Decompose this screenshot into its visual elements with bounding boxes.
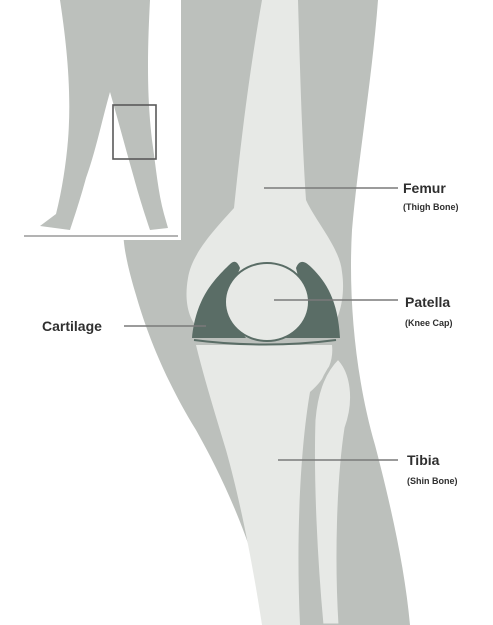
- patella-label: Patella: [405, 294, 450, 310]
- inset-body-thumbnail: [0, 0, 181, 240]
- tibia-label: Tibia: [407, 452, 439, 468]
- femur-label: Femur: [403, 180, 446, 196]
- patella-bone: [225, 263, 309, 341]
- tibia-detail-label: (Shin Bone): [407, 476, 458, 486]
- femur-detail-label: (Thigh Bone): [403, 202, 459, 212]
- patella-detail-label: (Knee Cap): [405, 318, 453, 328]
- cartilage-label: Cartilage: [42, 318, 102, 334]
